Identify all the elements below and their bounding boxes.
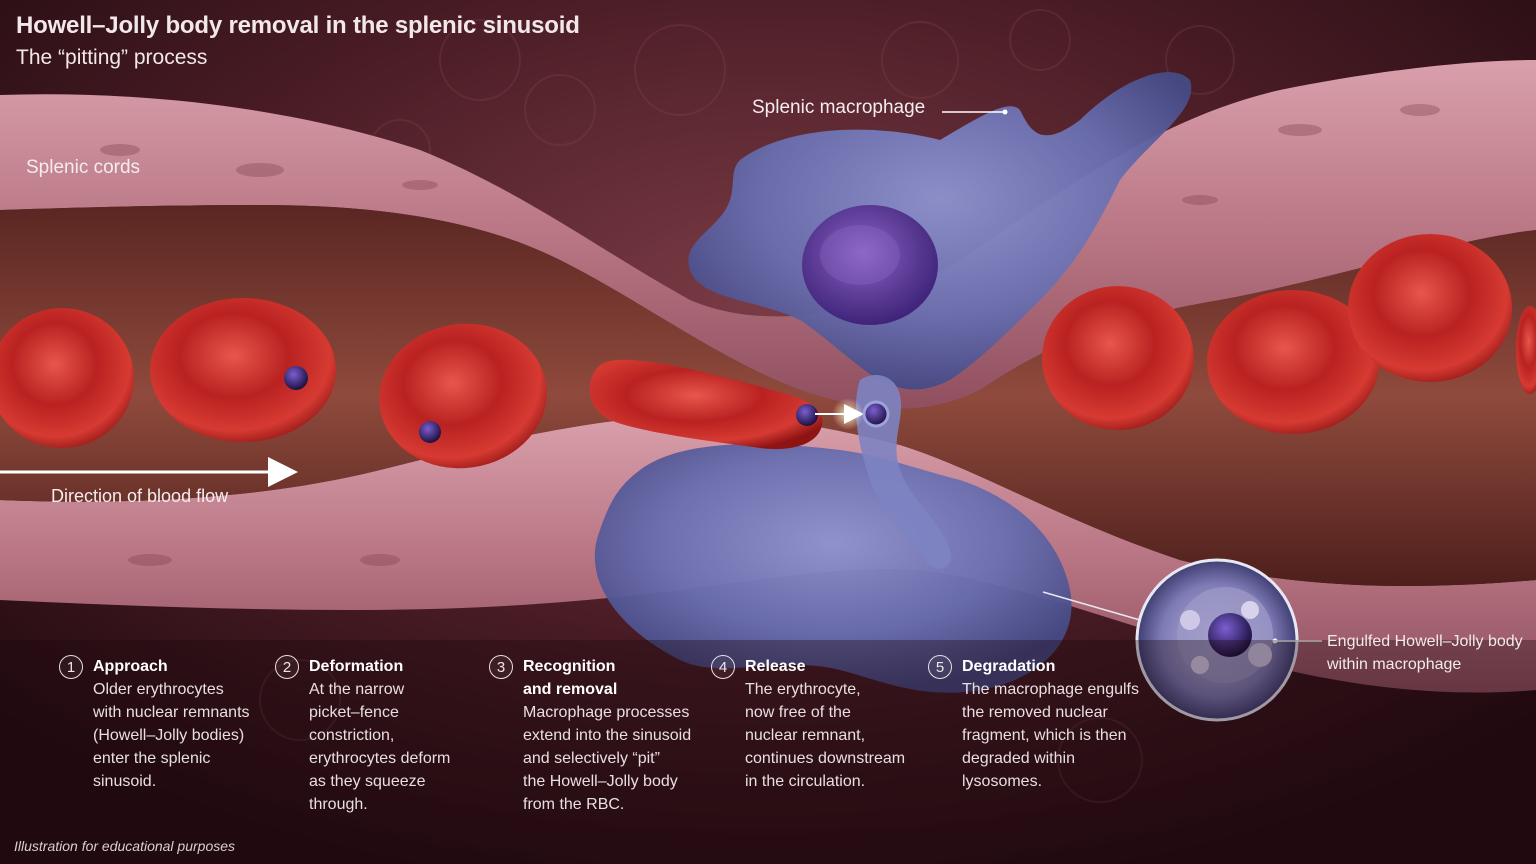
step-number: 5 bbox=[928, 655, 952, 679]
wall-texture bbox=[100, 104, 1440, 637]
step-title: Approach bbox=[93, 658, 168, 675]
background-cells bbox=[259, 9, 1235, 803]
label-engulfed-body: Engulfed Howell–Jolly body within macrop… bbox=[1327, 633, 1523, 673]
rbc-4 bbox=[1042, 286, 1194, 430]
step-body: The macrophage engulfs the removed nucle… bbox=[962, 681, 1139, 790]
step-number: 3 bbox=[489, 655, 513, 679]
step-body: Older erythrocytes with nuclear remnants… bbox=[93, 681, 250, 790]
footer-note: Illustration for educational purposes bbox=[14, 838, 236, 854]
howell-jolly-body bbox=[284, 366, 308, 390]
step-body: Macrophage processes extend into the sin… bbox=[523, 704, 692, 813]
step-title: Deformation bbox=[309, 658, 404, 675]
rbc-6 bbox=[1348, 234, 1512, 382]
rbc-1 bbox=[0, 308, 134, 448]
label-splenic-macrophage: Splenic macrophage bbox=[752, 97, 926, 118]
step-body: At the narrow picket–fence constriction,… bbox=[309, 681, 451, 813]
engulfed-howell-jolly-body bbox=[1208, 613, 1252, 657]
page-title: Howell–Jolly body removal in the splenic… bbox=[16, 12, 580, 39]
label-blood-flow: Direction of blood flow bbox=[51, 486, 229, 506]
step-body: The erythrocyte, now free of the nuclear… bbox=[745, 681, 906, 790]
step-approach: 1 Approach Older erythrocytes with nucle… bbox=[59, 655, 250, 793]
step-number: 4 bbox=[711, 655, 735, 679]
step-title: Recognition and removal bbox=[523, 658, 618, 698]
step-number: 2 bbox=[275, 655, 299, 679]
step-recognition: 3 Recognition and removal Macrophage pro… bbox=[489, 655, 691, 816]
step-number: 1 bbox=[59, 655, 83, 679]
label-splenic-cords: Splenic cords bbox=[26, 157, 141, 178]
vessel-wall-top bbox=[0, 60, 1536, 409]
step-degradation: 5 Degradation The macrophage engulfs the… bbox=[928, 655, 1139, 793]
rbc-2 bbox=[150, 298, 336, 442]
step-deformation: 2 Deformation At the narrow picket–fence… bbox=[275, 655, 450, 816]
rbc-deformed bbox=[589, 359, 823, 450]
engulfed-inset bbox=[1042, 558, 1322, 722]
page-subtitle: The “pitting” process bbox=[16, 46, 208, 69]
macrophage-nucleus bbox=[802, 205, 938, 325]
howell-jolly-body-pitted bbox=[862, 400, 890, 428]
red-blood-cells bbox=[0, 234, 1536, 469]
rbc-5 bbox=[1207, 290, 1379, 434]
howell-jolly-body bbox=[419, 421, 441, 443]
bottom-shade bbox=[0, 640, 1536, 864]
rbc-7 bbox=[1516, 306, 1536, 394]
splenic-macrophage bbox=[594, 72, 1192, 693]
howell-jolly-body bbox=[796, 404, 818, 426]
step-title: Release bbox=[745, 658, 806, 675]
step-release: 4 Release The erythrocyte, now free of t… bbox=[711, 655, 905, 793]
step-title: Degradation bbox=[962, 658, 1056, 675]
